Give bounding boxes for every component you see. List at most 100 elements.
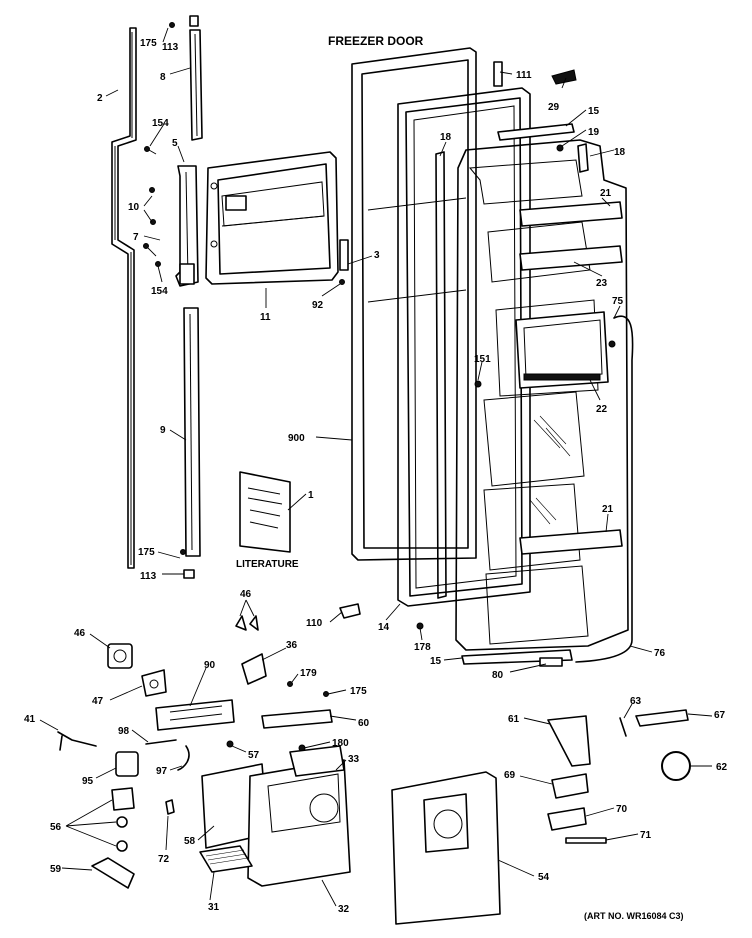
callout-15: 15 (588, 106, 600, 117)
top-small-parts (493, 61, 589, 173)
callout-80: 80 (492, 670, 504, 681)
callout-32: 32 (338, 904, 350, 915)
callout-56: 56 (50, 822, 62, 833)
screw-151 (474, 380, 482, 388)
part-60-bracket (261, 709, 333, 729)
callout-900: 900 (288, 433, 305, 444)
callout-67: 67 (714, 710, 726, 721)
part-46-clips (235, 615, 259, 631)
callout-9: 9 (160, 425, 166, 436)
callout-3: 3 (374, 250, 380, 261)
part-72-clip (165, 799, 175, 815)
callout-1: 1 (308, 490, 314, 501)
callout-154-lower: 154 (151, 286, 168, 297)
part-95-motor (115, 751, 139, 777)
callout-41: 41 (24, 714, 36, 725)
part-59-paddle (91, 857, 135, 889)
callout-179: 179 (300, 668, 317, 679)
part-18-left-rail (435, 151, 447, 599)
callout-21: 21 (600, 188, 612, 199)
part-14-door-gasket (397, 87, 531, 607)
part-56-components (111, 787, 135, 852)
door-liner (455, 139, 629, 651)
callout-154: 154 (152, 118, 169, 129)
callout-71: 71 (640, 830, 652, 841)
callout-178: 178 (414, 642, 431, 653)
callout-180: 180 (332, 738, 349, 749)
part-47-bracket (141, 669, 167, 697)
callout-90: 90 (204, 660, 216, 671)
callout-151: 151 (474, 354, 491, 365)
callout-60: 60 (358, 718, 370, 729)
screw-175c (323, 691, 329, 697)
part-90-control-board (155, 699, 235, 731)
callout-11: 11 (260, 312, 271, 323)
literature-booklet (239, 471, 291, 553)
callout-21-lower: 21 (602, 504, 614, 515)
callout-46-clips: 46 (240, 589, 252, 600)
callout-110: 110 (306, 618, 323, 629)
dispenser-housing (201, 745, 351, 887)
part-46-switch (107, 643, 133, 669)
callout-18-left: 18 (440, 132, 452, 143)
callout-46: 46 (74, 628, 86, 639)
callout-14: 14 (378, 622, 390, 633)
callout-63: 63 (630, 696, 642, 707)
part-98-pin (145, 739, 177, 745)
callout-69: 69 (504, 770, 516, 781)
callout-58: 58 (184, 836, 196, 847)
callout-10: 10 (128, 202, 140, 213)
part-62-ring (661, 751, 691, 781)
leader-lines (39, 27, 713, 907)
callout-7: 7 (133, 232, 139, 243)
callout-175: 175 (140, 38, 157, 49)
callout-18-right: 18 (614, 147, 626, 158)
parts-69-70-71 (547, 773, 607, 844)
callout-62: 62 (716, 762, 728, 773)
part-2-trim-strip (111, 27, 137, 569)
art-number: (ART NO. WR16084 C3) (584, 911, 684, 921)
callout-175-lower: 175 (138, 547, 155, 558)
callout-2: 2 (97, 93, 103, 104)
callout-175-dispenser: 175 (350, 686, 367, 697)
callout-19: 19 (588, 127, 600, 138)
callout-31: 31 (208, 902, 220, 913)
callout-5: 5 (172, 138, 178, 149)
callout-57: 57 (248, 750, 260, 761)
callout-72: 72 (158, 854, 170, 865)
callout-76: 76 (654, 648, 666, 659)
callout-98: 98 (118, 726, 130, 737)
callout-75: 75 (612, 296, 624, 307)
callout-61: 61 (508, 714, 520, 725)
part-63-67-bracket (619, 709, 689, 737)
part-8-hinge-bracket (169, 15, 203, 141)
callout-92: 92 (312, 300, 324, 311)
callout-29: 29 (548, 102, 560, 113)
part-3-hinge-clip (339, 239, 349, 285)
part-5-handle (175, 165, 199, 287)
callout-15-lower: 15 (430, 656, 442, 667)
part-9-lower-rail (180, 307, 201, 579)
callout-23: 23 (596, 278, 608, 289)
screws-154-10 (143, 146, 161, 267)
screw-57 (226, 740, 234, 748)
callout-22: 22 (596, 404, 608, 415)
callout-113: 113 (162, 42, 179, 53)
part-61-chute (547, 715, 591, 767)
callout-36: 36 (286, 640, 298, 651)
callout-54: 54 (538, 872, 550, 883)
callout-8: 8 (160, 72, 166, 83)
part-110-knob (339, 603, 361, 619)
callout-95: 95 (82, 776, 94, 787)
bottom-bar-15-80 (461, 649, 573, 667)
part-900-door-shell (351, 47, 477, 561)
callout-70: 70 (616, 804, 628, 815)
part-11-access-panel (205, 151, 339, 285)
part-97-spring (177, 745, 190, 771)
diagram-title: FREEZER DOOR (328, 34, 424, 48)
screw-179 (287, 681, 293, 687)
part-41-lever (57, 731, 97, 751)
part-36-actuator (241, 653, 267, 685)
